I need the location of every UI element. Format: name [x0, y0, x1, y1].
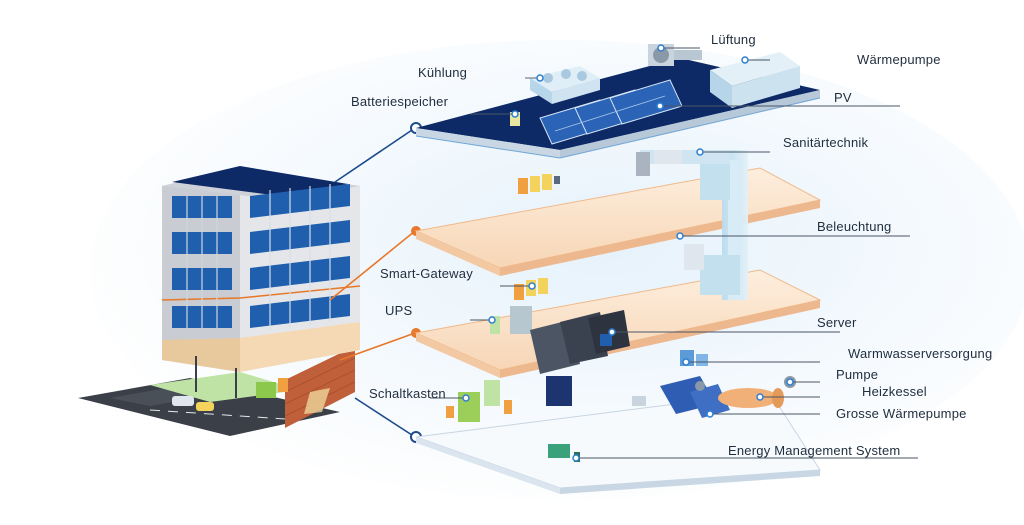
label-grosse-waermepumpe: Grosse Wärmepumpe: [836, 406, 967, 421]
label-lueftung: Lüftung: [711, 32, 756, 47]
ground-box: [256, 382, 276, 398]
cooling-unit: [530, 66, 600, 104]
label-beleuchtung: Beleuchtung: [817, 219, 892, 234]
label-smart-gateway: Smart-Gateway: [380, 266, 473, 281]
floor-ground: [415, 391, 821, 494]
label-batteriespeicher: Batteriespeicher: [351, 94, 449, 109]
battery-unit: [510, 112, 520, 126]
label-pv: PV: [834, 90, 852, 105]
floor3-devices: [518, 150, 682, 194]
label-warmwasserversorgung: Warmwasserversorgung: [848, 346, 993, 361]
leader-lines: [430, 47, 918, 459]
label-sanitaertechnik: Sanitärtechnik: [783, 135, 869, 150]
building-illustration: [78, 166, 361, 436]
label-heizkessel: Heizkessel: [862, 384, 927, 399]
label-schaltkasten: Schaltkasten: [369, 386, 446, 401]
label-server: Server: [817, 315, 857, 330]
windows-right: [250, 184, 350, 328]
car: [172, 396, 194, 406]
label-ups: UPS: [385, 303, 413, 318]
ground-devices: [446, 350, 796, 462]
building-roof: [172, 166, 348, 196]
floor2-devices: [490, 244, 704, 374]
heat-pump-roof: [710, 52, 800, 108]
leader-dots: [462, 44, 794, 462]
ventilation-fan: [648, 44, 702, 66]
connector-lines: [329, 127, 416, 438]
label-kuehlung: Kühlung: [418, 65, 468, 80]
pv-panels: [539, 79, 683, 145]
label-pumpe: Pumpe: [836, 367, 879, 382]
label-energy-management-system: Energy Management System: [728, 443, 901, 458]
label-waermepumpe: Wärmepumpe: [857, 52, 941, 67]
